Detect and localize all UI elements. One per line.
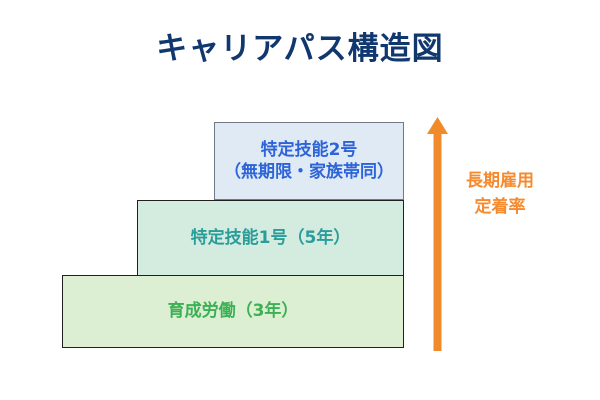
upward-arrow-icon <box>424 112 452 356</box>
page-title: キャリアパス構造図 <box>156 31 444 67</box>
career-step-mid-label: 特定技能1号（5年） <box>190 227 351 248</box>
career-step-bottom-label: 育成労働（3年） <box>167 301 299 322</box>
career-step-tokutei-ginou-1: 特定技能1号（5年） <box>137 200 404 276</box>
arrow-label-line2: 定着率 <box>474 197 526 217</box>
arrow-label-line1: 長期雇用 <box>466 171 534 191</box>
arrow-label: 長期雇用 定着率 <box>446 168 554 220</box>
career-step-top-label-line1: 特定技能2号 <box>260 139 358 160</box>
career-step-ikusei-rodo: 育成労働（3年） <box>62 275 404 348</box>
career-step-top-label-line2: （無期限・家族帯同） <box>224 162 394 182</box>
career-step-tokutei-ginou-2: 特定技能2号 （無期限・家族帯同） <box>214 122 404 200</box>
